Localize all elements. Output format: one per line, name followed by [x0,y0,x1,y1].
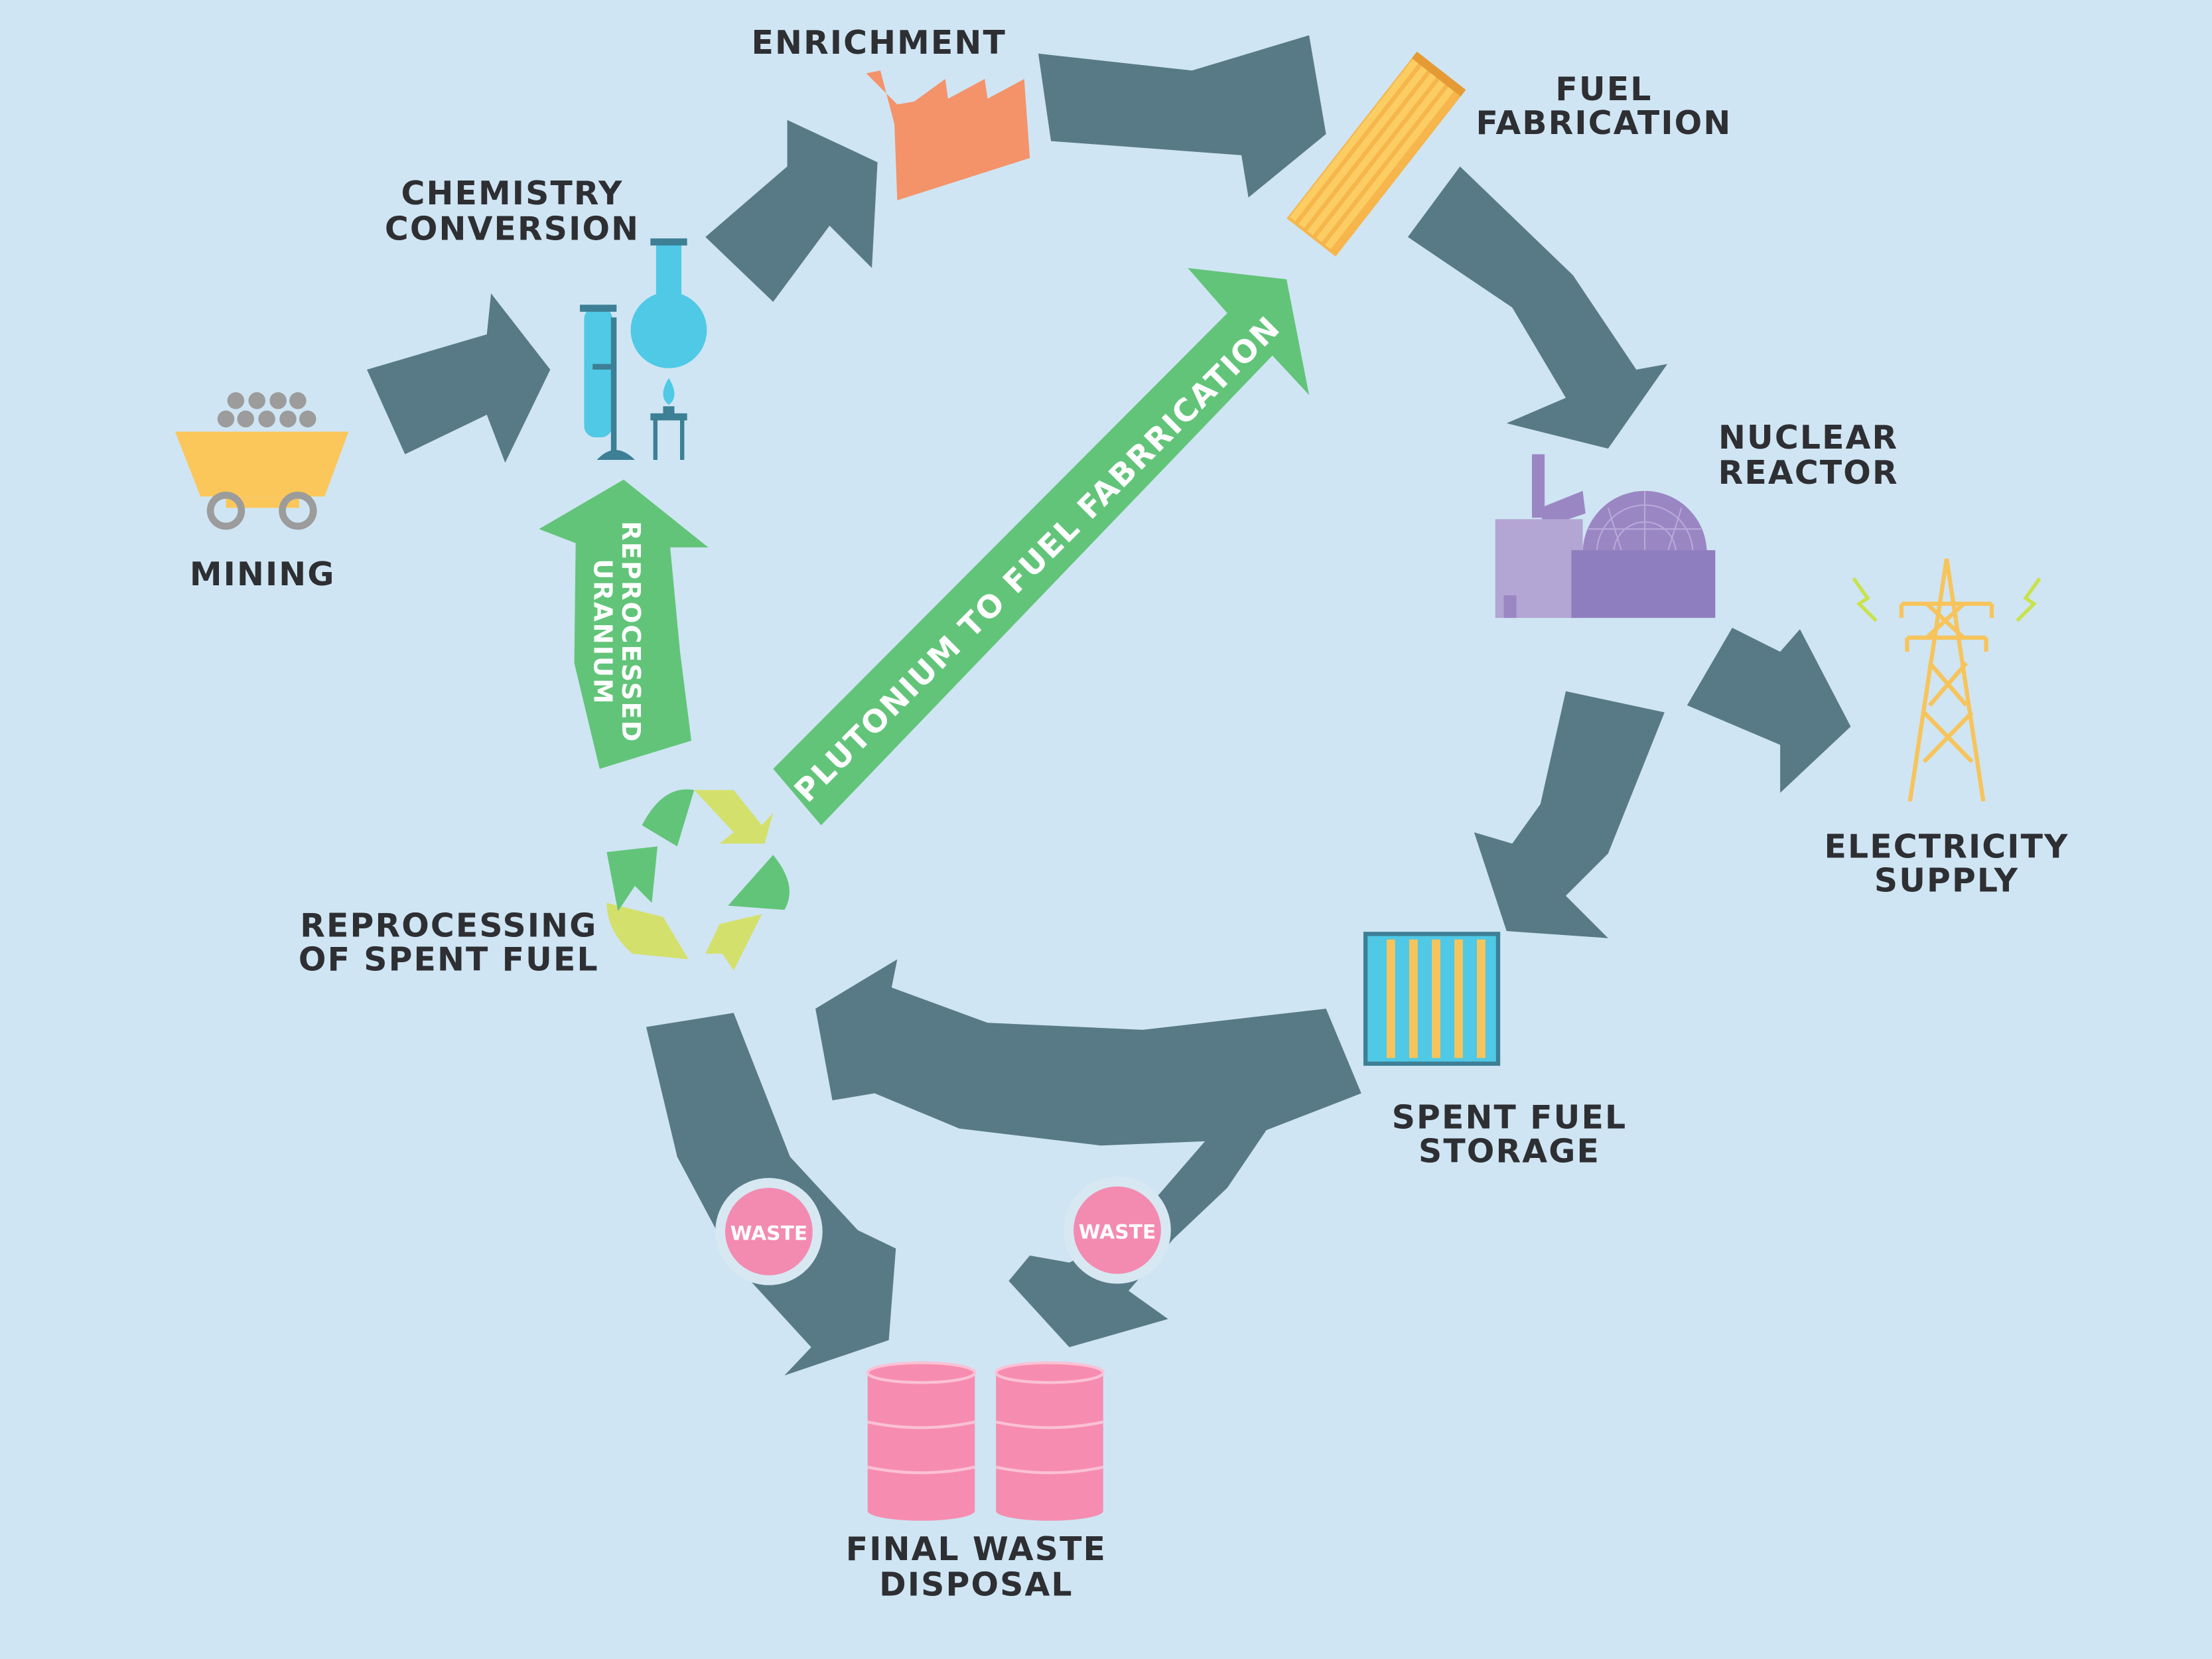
storage-pool-icon [1363,932,1501,1066]
label-storage-line1: SPENT FUEL [1392,1099,1627,1137]
label-fabrication-line2: FABRICATION [1476,104,1732,142]
label-conversion-line2: CONVERSION [385,210,640,248]
mine-cart-icon [174,392,349,530]
reprocessed-uranium-label: REPROCESSED URANIUM [587,521,646,743]
waste-badge-right-text: WASTE [1079,1220,1156,1244]
label-reactor-line1: NUCLEAR [1718,419,1898,457]
label-disposal-line1: FINAL WASTE [846,1530,1107,1568]
waste-badge-left: WASTE [715,1178,823,1285]
label-storage-line2: STORAGE [1418,1133,1600,1171]
arrow-reactor-to-electricity [1687,628,1851,793]
recycle-paths [539,267,1310,826]
label-disposal-line2: DISPOSAL [879,1565,1073,1603]
label-reactor-line2: REACTOR [1718,454,1899,492]
arrow-enrichment-to-fabrication [1038,35,1326,198]
label-reprocessing-line2: OF SPENT FUEL [299,941,599,979]
power-pylon-icon [1852,558,2041,802]
reprocessed-uranium-line1: REPROCESSED [616,521,646,743]
lab-flask-icon [580,238,707,461]
arrow-storage-to-reprocessing [815,959,1361,1146]
arrow-fabrication-to-reactor [1407,166,1668,449]
factory-icon [866,70,1030,200]
label-fabrication-line1: FUEL [1555,70,1652,108]
label-electricity-line1: ELECTRICITY [1824,828,2069,866]
recycle-icon [606,789,790,971]
arrow-mining-to-conversion [367,293,551,463]
arrow-plutonium-to-fabrication [773,267,1310,826]
label-electricity-line2: SUPPLY [1874,862,2019,900]
label-conversion-line1: CHEMISTRY [401,175,624,212]
waste-badge-right: WASTE [1064,1176,1171,1284]
reprocessed-uranium-line2: URANIUM [587,559,617,705]
arrow-conversion-to-enrichment [705,119,878,302]
waste-badge-left-text: WASTE [730,1222,808,1246]
arrow-reactor-to-storage [1474,691,1665,938]
arrow-reprocessed-uranium [539,479,709,769]
stage-labels: MINING CHEMISTRY CONVERSION ENRICHMENT F… [190,24,2069,1604]
waste-barrels-icon [866,1361,1105,1521]
label-mining: MINING [190,555,336,593]
nuclear-plant-icon [1495,454,1716,618]
label-reprocessing-line1: REPROCESSING [300,907,597,945]
fuel-rods-icon [1286,51,1466,257]
label-enrichment: ENRICHMENT [752,24,1006,62]
